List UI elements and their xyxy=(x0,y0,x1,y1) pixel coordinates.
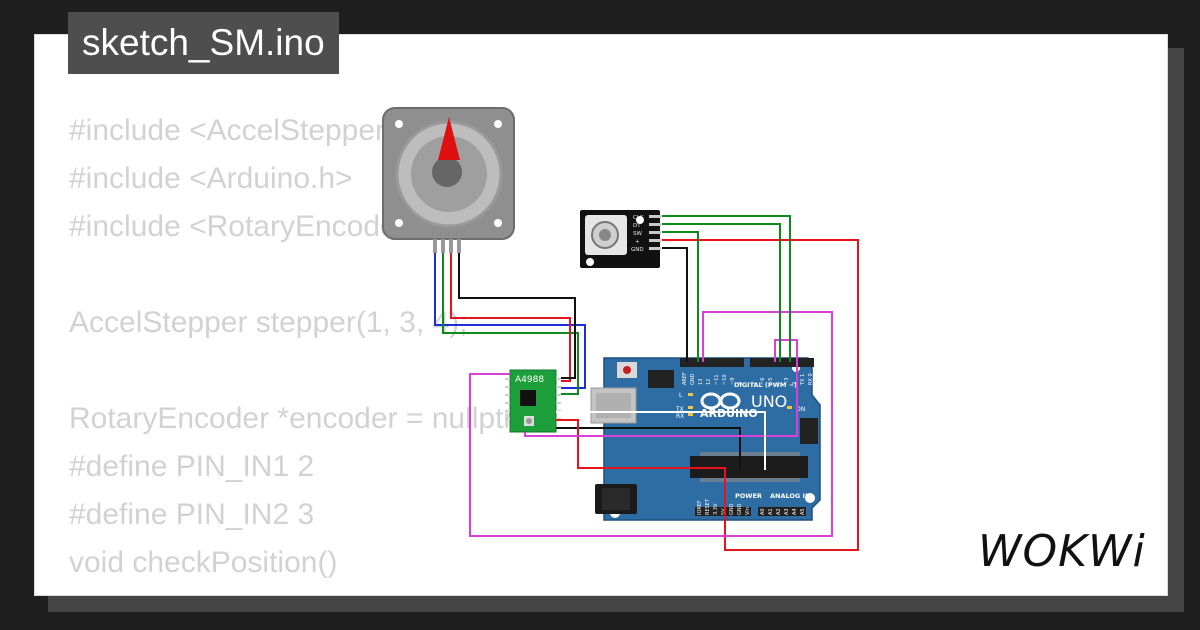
wire-green-clk[interactable] xyxy=(662,215,791,362)
encoder-pin-dt: DT xyxy=(633,223,641,229)
power-pin-gnd: GND xyxy=(729,503,735,515)
wire-green-sw[interactable] xyxy=(662,231,699,362)
power-pin-33v: 3.3V xyxy=(713,503,719,515)
code-line: RotaryEncoder *encoder = nullptr; xyxy=(69,402,522,435)
analog-pin-a2: A2 xyxy=(776,508,782,515)
digital-pin-13: 13 xyxy=(698,379,704,385)
digital-pin-5: ~5 xyxy=(768,378,774,385)
analog-pin-a4: A4 xyxy=(792,508,798,515)
encoder-pin-plus: + xyxy=(635,239,640,245)
digital-pin-9: ~9 xyxy=(730,378,736,385)
digital-pin-11: ~11 xyxy=(714,374,720,385)
wire-black-driver-gnd[interactable] xyxy=(556,427,741,470)
digital-pin-2: 2 xyxy=(792,382,798,385)
l-led-label: L xyxy=(679,392,683,399)
on-led-label: ON xyxy=(796,406,805,413)
digital-pin-gnd: GND xyxy=(690,373,696,385)
digital-pin-3: ~3 xyxy=(784,378,790,385)
code-line: #include <Arduino.h> xyxy=(69,162,353,195)
motor-pointer-icon xyxy=(438,117,460,160)
tx-led-label: TX xyxy=(675,406,684,413)
rx-led-label: RX xyxy=(676,413,684,420)
file-title: sketch_SM.ino xyxy=(68,12,339,74)
wire-black-motor[interactable] xyxy=(458,253,576,379)
digital-pin-rx0: RX 0 xyxy=(808,373,814,385)
power-pin-reset: RESET xyxy=(705,498,711,515)
wire-red-power[interactable] xyxy=(556,239,859,551)
digital-pin-aref: AREF xyxy=(682,372,688,385)
digital-pin-10: ~10 xyxy=(722,374,728,385)
power-pin-ioref: IOREF xyxy=(697,500,703,515)
encoder-pin-clk: CLK xyxy=(633,215,644,221)
rotary-encoder[interactable]: CLK DT SW + GND xyxy=(580,210,661,268)
driver-label: A4988 xyxy=(515,375,544,385)
arduino-uno-board[interactable]: ARDUINO UNO DIGITAL (PWM ~) POWER ANALOG… xyxy=(590,357,821,521)
wire-magenta-step[interactable] xyxy=(524,339,798,437)
power-header-label: POWER xyxy=(735,492,762,500)
stepper-motor[interactable] xyxy=(382,107,515,253)
wire-blue-motor[interactable] xyxy=(434,253,586,389)
arduino-brand: ARDUINO xyxy=(700,407,758,420)
code-line: void checkPosition() xyxy=(69,546,338,579)
wire-red-motor[interactable] xyxy=(450,253,571,382)
arduino-logo-icon xyxy=(700,392,741,410)
wire-green-motor[interactable] xyxy=(442,253,579,395)
power-pin-vin: Vin xyxy=(745,507,751,515)
digital-header-label: DIGITAL (PWM ~) xyxy=(734,381,797,389)
analog-pin-a3: A3 xyxy=(784,508,790,515)
wires xyxy=(434,215,859,551)
arduino-model: UNO xyxy=(751,392,787,411)
code-line: AccelStepper stepper(1, 3, 4); xyxy=(69,306,468,339)
digital-pin-8: 8 xyxy=(738,382,744,385)
analog-pin-a1: A1 xyxy=(768,508,774,515)
digital-pin-6: ~6 xyxy=(760,378,766,385)
code-line: #define PIN_IN2 3 xyxy=(69,498,315,531)
digital-pin-4: 4 xyxy=(776,382,782,385)
power-pin-gnd: GND xyxy=(737,503,743,515)
wire-black-gnd[interactable] xyxy=(662,247,688,362)
code-line: { xyxy=(69,587,522,595)
encoder-pin-sw: SW xyxy=(633,231,642,237)
code-line: #define PIN_IN1 2 xyxy=(69,450,315,483)
digital-pin-12: 12 xyxy=(706,379,712,385)
encoder-pin-gnd: GND xyxy=(631,247,644,253)
wire-magenta-supply[interactable] xyxy=(469,311,833,537)
analog-pin-a5: A5 xyxy=(800,508,806,515)
wire-green-dt[interactable] xyxy=(662,223,781,362)
digital-pin-7: 7 xyxy=(752,382,758,385)
digital-pin-tx1: TX 1 xyxy=(800,374,806,386)
wire-white-dir[interactable] xyxy=(556,411,766,470)
a4988-driver[interactable]: A4988 xyxy=(505,369,561,433)
analog-pin-a0: A0 xyxy=(760,508,766,515)
wokwi-logo: WOKWi xyxy=(978,526,1146,577)
analog-header-label: ANALOG IN xyxy=(770,492,810,500)
